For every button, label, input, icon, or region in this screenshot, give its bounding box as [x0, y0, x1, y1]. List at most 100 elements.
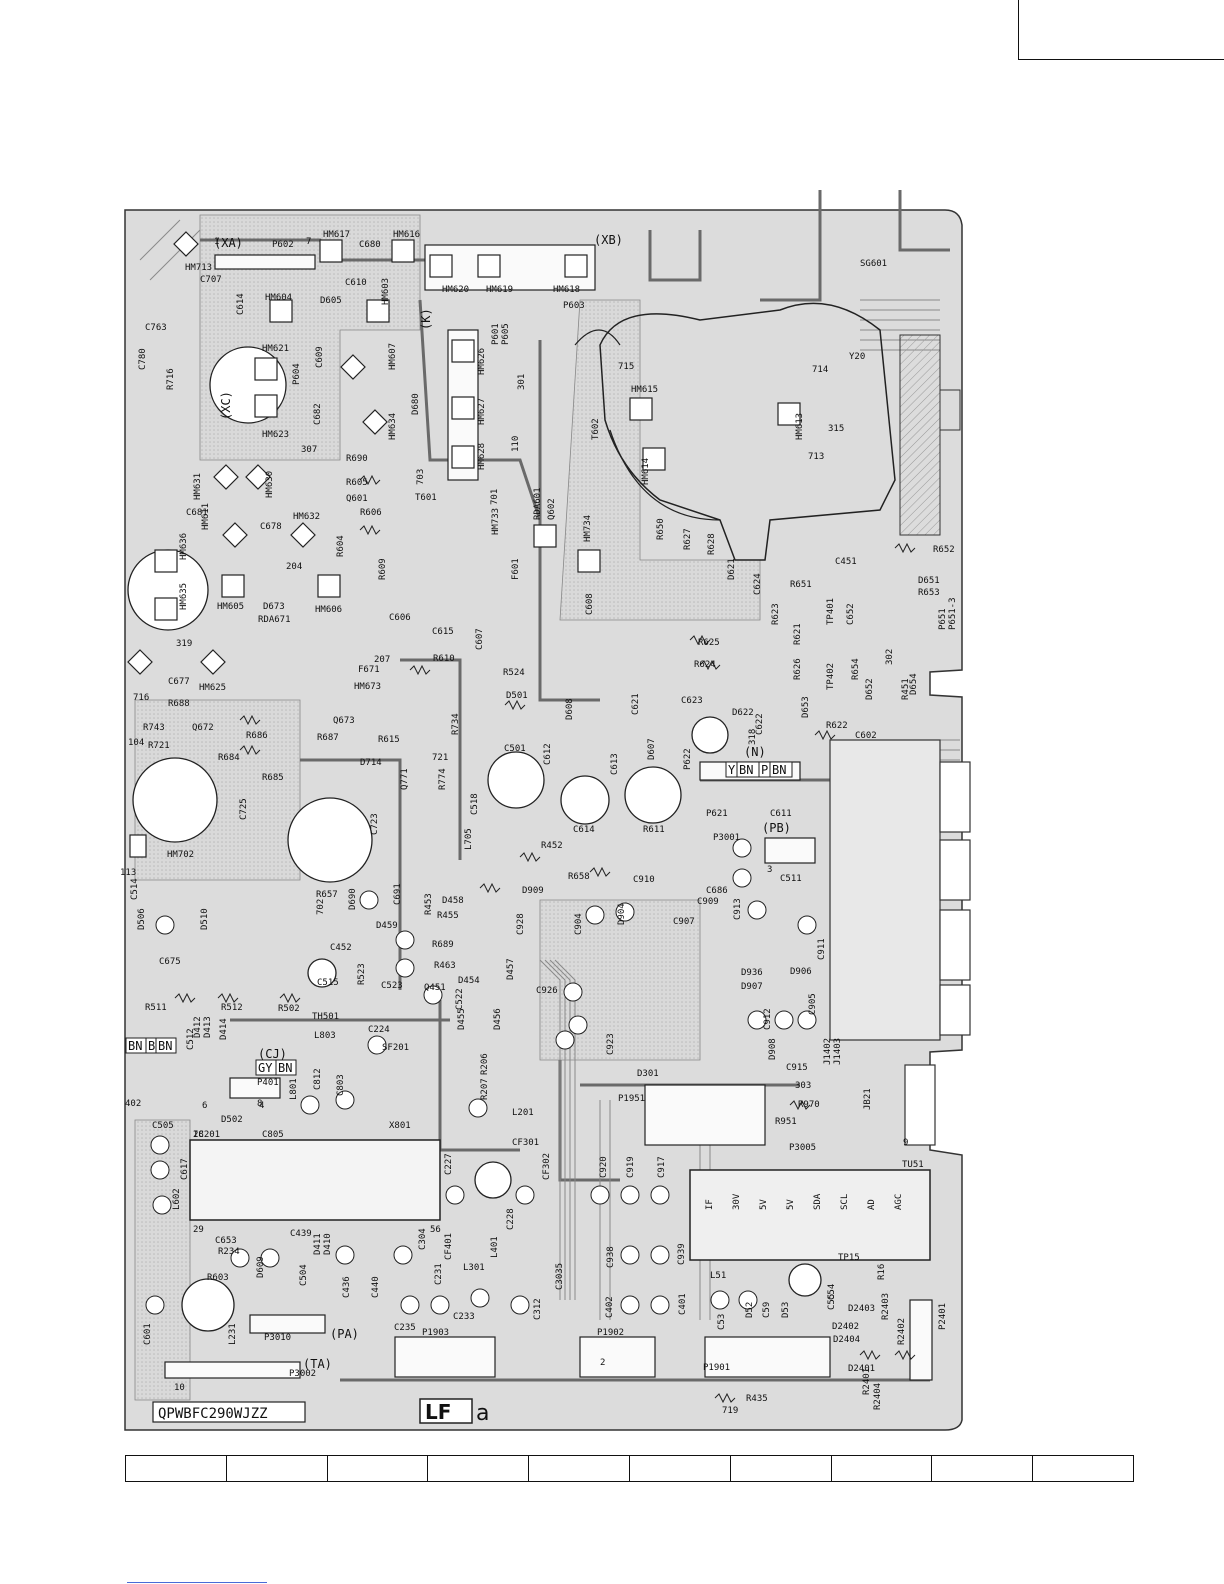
- grid-reference-strip: [125, 1455, 1134, 1482]
- label-th501: TH501: [312, 1012, 339, 1022]
- label-hm613: HM613: [795, 413, 805, 440]
- label-d510: D510: [200, 908, 210, 930]
- label-r611: R611: [643, 825, 665, 835]
- pin-number-4: 8: [257, 1099, 262, 1109]
- tuner-pin-30v: 30V: [732, 1193, 742, 1210]
- label-r615: R615: [378, 735, 400, 745]
- label-d458: D458: [442, 896, 464, 906]
- label-r653: R653: [918, 588, 940, 598]
- label-hm615: HM615: [631, 385, 658, 395]
- label-tp402: TP402: [826, 663, 836, 690]
- label-c919: C919: [626, 1156, 636, 1178]
- label-p1901: P1901: [703, 1363, 730, 1373]
- wire-code-left-0: BN: [128, 1039, 142, 1053]
- label-c514: C514: [130, 878, 140, 900]
- label-r622: R622: [826, 721, 848, 731]
- label-c59: C59: [762, 1302, 772, 1318]
- connector-labels: (XA)(XB)(K)(XC)(N)(PB)(CJ)(PA)(TA): [214, 233, 791, 1371]
- label-hm673: HM673: [354, 682, 381, 692]
- footer-link-rule: [127, 1582, 267, 1583]
- resistor-symbols: [174, 474, 916, 1404]
- edge-connectors: [829, 739, 971, 1146]
- ic201-body: [189, 1139, 441, 1221]
- label-r970: R970: [798, 1100, 820, 1110]
- label-hm635: HM635: [179, 583, 189, 610]
- label-110: 110: [511, 436, 521, 452]
- label-hm733: HM733: [491, 508, 501, 535]
- label-r734: R734: [451, 713, 461, 735]
- label-hm616: HM616: [393, 230, 420, 240]
- label-d609: D609: [256, 1256, 266, 1278]
- label-c913: C913: [733, 898, 743, 920]
- label-r685: R685: [262, 773, 284, 783]
- label-p3002: P3002: [289, 1369, 316, 1379]
- label-d909: D909: [522, 886, 544, 896]
- label-hm626: HM626: [477, 348, 487, 375]
- label-r455: R455: [437, 911, 459, 921]
- label-c680: C680: [359, 240, 381, 250]
- label-c677: C677: [168, 677, 190, 687]
- label-302: 302: [885, 649, 895, 665]
- label-d621: D621: [727, 558, 737, 580]
- square-test-pads: [129, 239, 801, 858]
- label-p3010: P3010: [264, 1333, 291, 1343]
- label-p605: P605: [501, 323, 511, 345]
- label-c54: C54: [827, 1284, 837, 1300]
- label-r452: R452: [541, 841, 563, 851]
- label-hm625: HM625: [199, 683, 226, 693]
- label-hm734: HM734: [583, 515, 593, 542]
- label-c224: C224: [368, 1025, 390, 1035]
- wire-code-left-2: BN: [158, 1039, 172, 1053]
- label-cf301: CF301: [512, 1138, 539, 1148]
- label-tp15: TP15: [838, 1253, 860, 1263]
- label-c681: C681: [186, 508, 208, 518]
- label-c686: C686: [706, 886, 728, 896]
- label-p401: P401: [257, 1078, 279, 1088]
- tuner-pin-5v: 5V: [759, 1199, 769, 1210]
- board-part-number: QPWBFC290WJZZ: [158, 1406, 268, 1422]
- label-c608: C608: [585, 593, 595, 615]
- label-c440: C440: [371, 1276, 381, 1298]
- label-d454: D454: [458, 976, 480, 986]
- label-d651: D651: [918, 576, 940, 586]
- label-r610: R610: [433, 654, 455, 664]
- label-r650: R650: [656, 518, 666, 540]
- label-c763: C763: [145, 323, 167, 333]
- label-q673: Q673: [333, 716, 355, 726]
- label-hm713: HM713: [185, 263, 212, 273]
- label-c227: C227: [444, 1153, 454, 1175]
- label-p603: P603: [563, 301, 585, 311]
- label-l201: L201: [512, 1108, 534, 1118]
- label-f671: F671: [358, 665, 380, 675]
- label-d680: D680: [411, 393, 421, 415]
- label-hm607: HM607: [388, 343, 398, 370]
- label-r687: R687: [317, 733, 339, 743]
- label-713: 713: [808, 452, 824, 462]
- label-j1402: J1402: [823, 1038, 833, 1065]
- label-113: 113: [120, 868, 136, 878]
- label-c915: C915: [786, 1063, 808, 1073]
- label-c522: C522: [455, 988, 465, 1010]
- label-p651: P651: [938, 608, 948, 630]
- label-d301: D301: [637, 1069, 659, 1079]
- label-c653: C653: [215, 1236, 237, 1246]
- lead-free-logo-suffix: a: [476, 1401, 489, 1426]
- label-c780: C780: [138, 348, 148, 370]
- connector-designator-pa: (PA): [330, 1327, 359, 1341]
- label-r689: R689: [432, 940, 454, 950]
- label-r627: R627: [683, 528, 693, 550]
- label-716: 716: [133, 693, 149, 703]
- label-c515: C515: [317, 978, 339, 988]
- label-c53: C53: [717, 1314, 727, 1330]
- label-cf302: CF302: [542, 1153, 552, 1180]
- grid-cell: [630, 1456, 731, 1481]
- label-d652: D652: [865, 678, 875, 700]
- label-c231: C231: [434, 1263, 444, 1285]
- label-r690: R690: [346, 454, 368, 464]
- label-hm620: HM620: [442, 285, 469, 295]
- label-204: 204: [286, 562, 302, 572]
